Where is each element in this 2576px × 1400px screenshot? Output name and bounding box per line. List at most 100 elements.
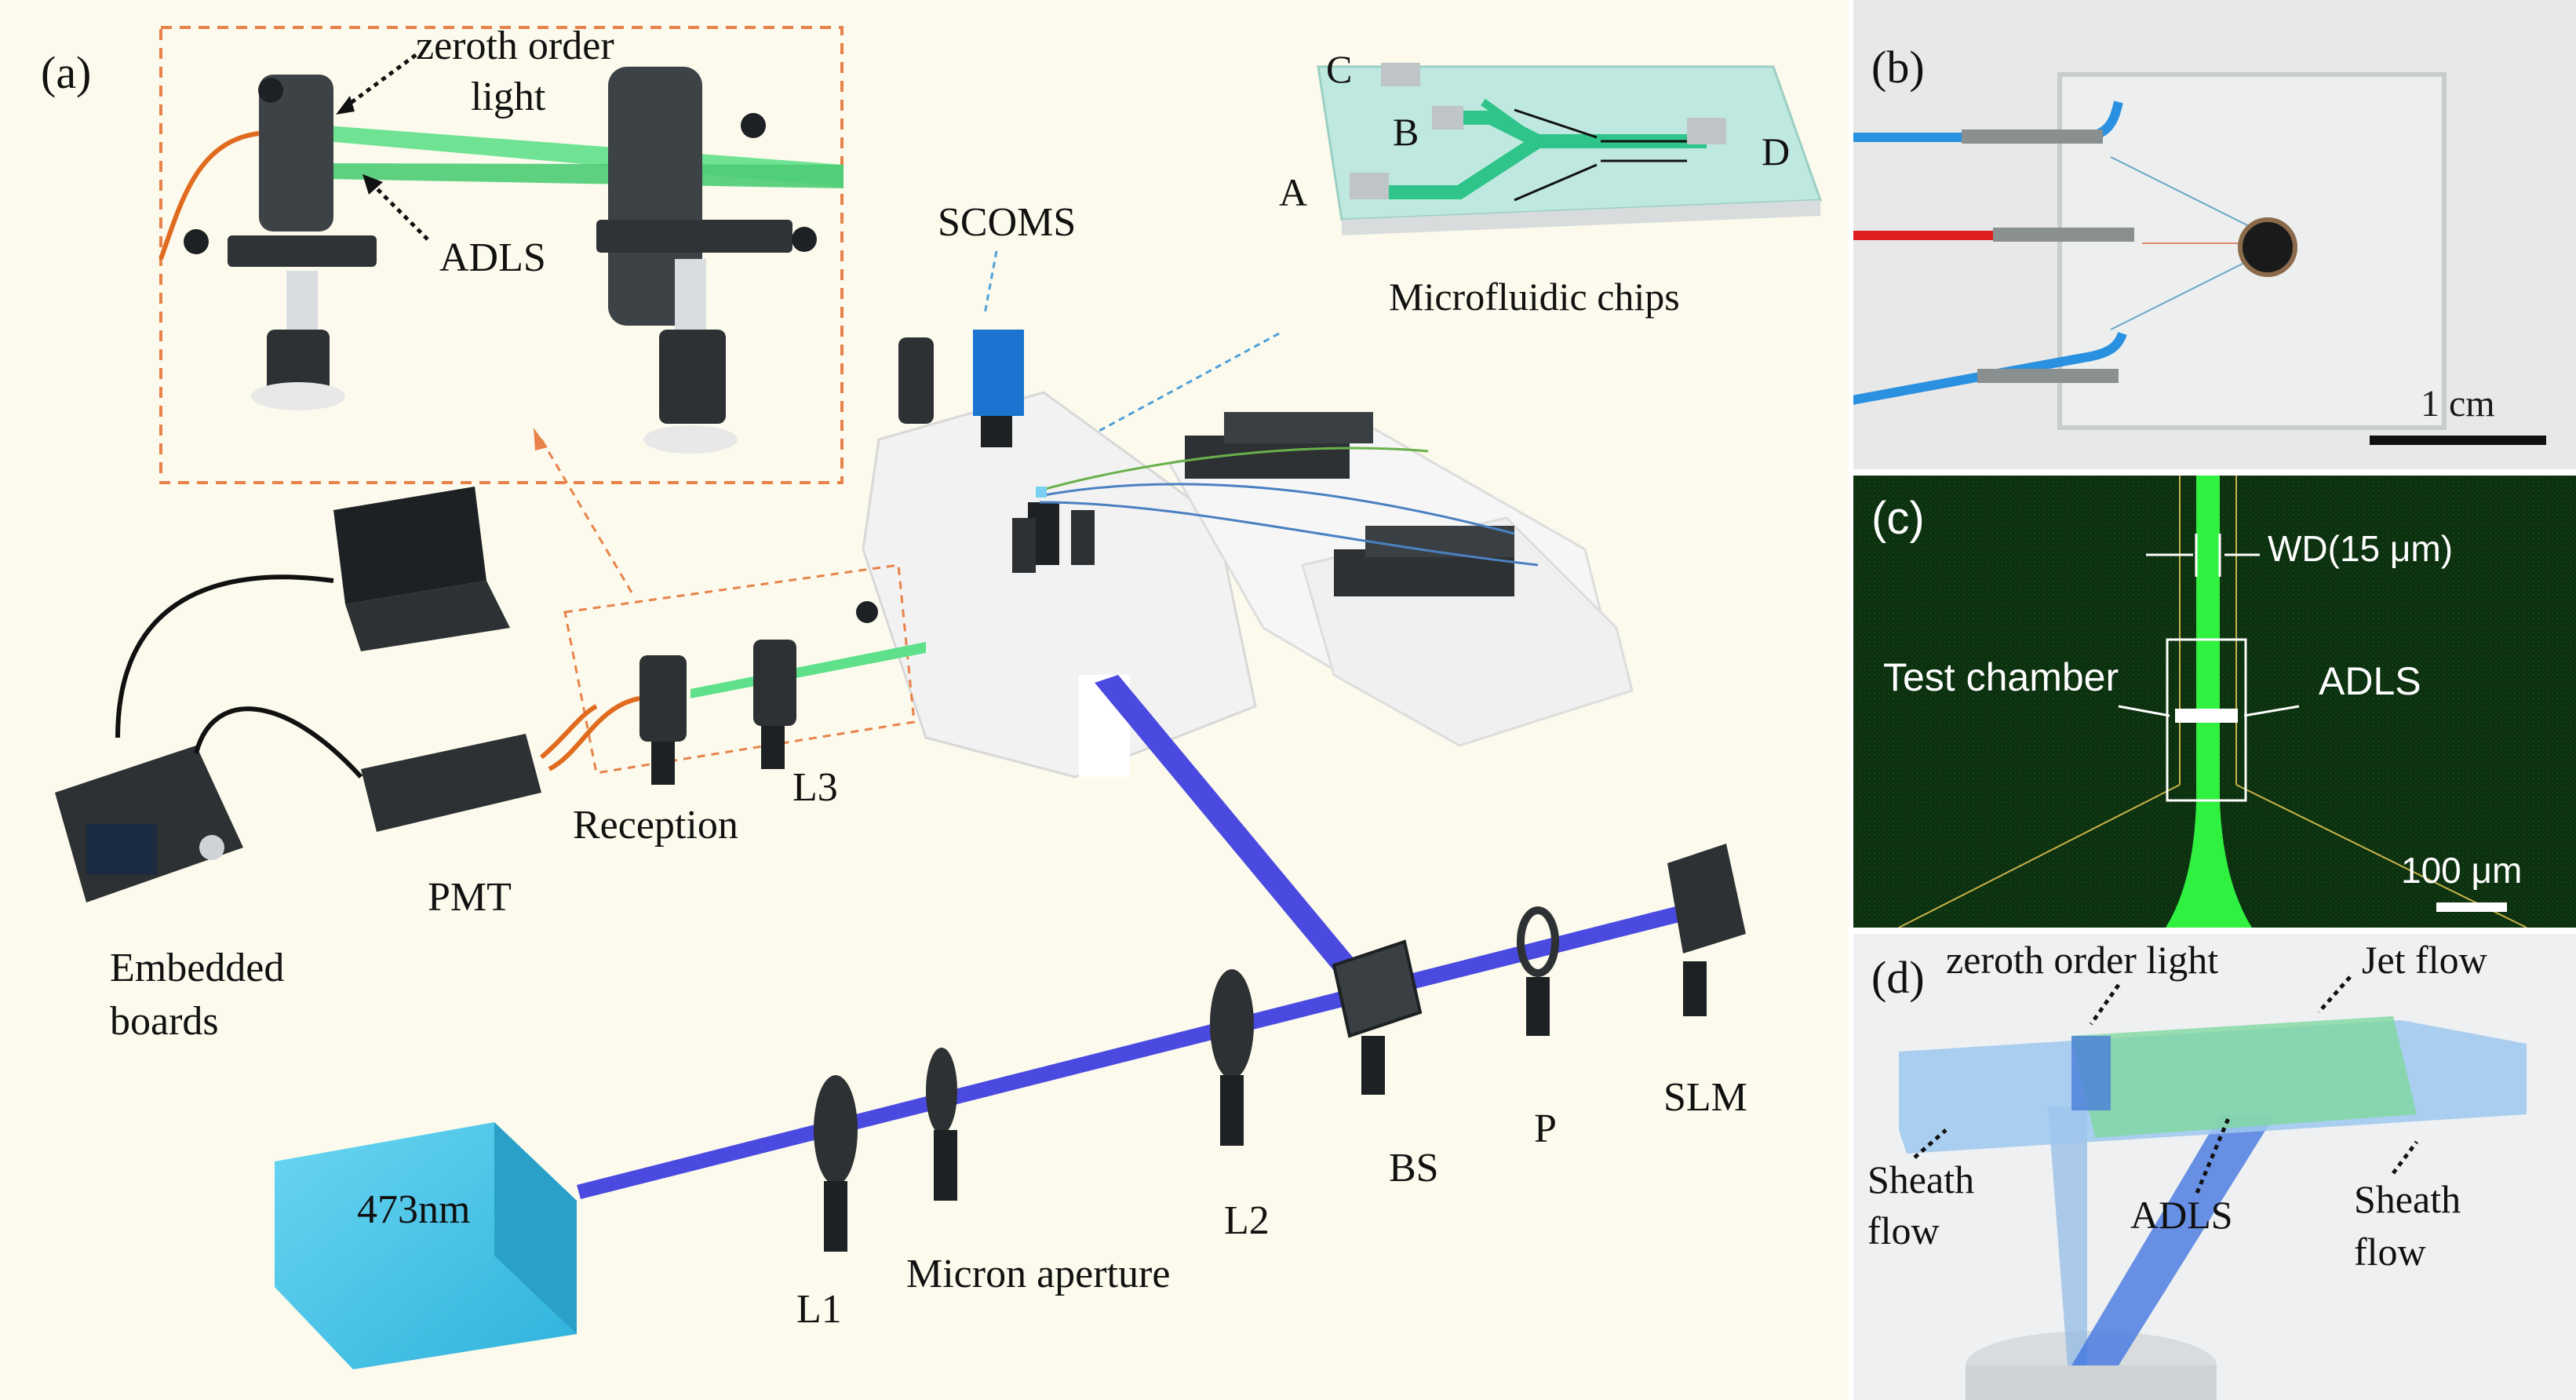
chip-arrow-4 (1514, 163, 1598, 202)
left-mount-base (228, 235, 377, 267)
aperture-label: Micron aperture (906, 1252, 1170, 1296)
inset-light-label: light (471, 75, 546, 119)
needle-middle (1993, 228, 2134, 242)
inset-adls-arrowhead (363, 174, 383, 195)
optics-inset: zeroth order light ADLS (158, 24, 843, 484)
panel-c: (c) WD(15 μm) Test chamber ADLS 100 μm (1852, 476, 2576, 928)
wd-label: WD(15 μm) (2268, 528, 2453, 569)
microscope-knob (856, 601, 878, 623)
zeroth-order-beam (2048, 1107, 2087, 1365)
l3-post (761, 726, 785, 769)
chip-port-a (1350, 173, 1389, 199)
inset-zeroth-arrowhead (336, 96, 355, 115)
chip-on-stage (1036, 487, 1047, 498)
pump-1b (1224, 412, 1373, 443)
left-mount (259, 75, 333, 232)
adls-arrow (2243, 705, 2300, 717)
chip-title: Microfluidic chips (1389, 275, 1680, 319)
slm-post (1683, 961, 1707, 1016)
laptop-keyboard (345, 581, 510, 651)
reception-post (651, 742, 675, 785)
right-post-foot (643, 425, 738, 454)
reception-label: Reception (573, 803, 738, 848)
jet-arrow (2317, 975, 2352, 1014)
tube-blue-bottom (1850, 331, 2127, 405)
test-chamber-box (2166, 638, 2247, 802)
pmt-label: PMT (428, 875, 512, 920)
panel-b-tag: (b) (1871, 42, 1925, 93)
sheath-right-arrow (2392, 1140, 2418, 1175)
tube-blue-1 (1039, 483, 1515, 535)
jet-stream (2166, 476, 2252, 928)
zeroth-spot (2071, 1036, 2111, 1110)
reception-leader (540, 439, 633, 593)
panel-b-scale-label: 1 cm (2421, 383, 2495, 425)
p-label: P (1534, 1107, 1557, 1151)
sheath-left-label-2: flow (1867, 1209, 1940, 1252)
l1-label: L1 (796, 1287, 842, 1332)
l1-post (824, 1181, 847, 1252)
chip-label-d: D (1762, 129, 1790, 173)
needle-bottom (1977, 369, 2119, 383)
left-knob-1 (258, 78, 283, 103)
pmt-body (361, 734, 541, 832)
embedded-board-screen (86, 824, 157, 875)
inset-zeroth-arrow (340, 53, 417, 112)
l1-lens (814, 1075, 858, 1185)
laptop-screen (333, 487, 486, 604)
aperture-post (934, 1130, 957, 1201)
embedded-label-1: Embedded (110, 946, 284, 990)
chip-port-c (1381, 63, 1420, 86)
adls-arrow-d (2195, 1117, 2231, 1194)
reception-fiber (548, 696, 640, 771)
l2-post (1220, 1075, 1244, 1146)
adls-bar (2175, 709, 2238, 723)
chip-label-a: A (1279, 170, 1307, 214)
left-knob-2 (184, 229, 209, 254)
jet-label: Jet flow (2362, 938, 2487, 982)
reception-box: Reception L3 (534, 428, 926, 848)
reflected-laser-beam (1095, 675, 1369, 985)
sheath-right-label-2: flow (2354, 1230, 2426, 1274)
bs-label: BS (1389, 1146, 1439, 1190)
bs-cube (1332, 939, 1423, 1038)
chip-port-d (1687, 118, 1726, 144)
needle-top (1962, 129, 2103, 144)
electronics: PMT Embedded boards (55, 487, 598, 1044)
embedded-board-knob (199, 835, 224, 860)
test-chamber-label: Test chamber (1883, 655, 2119, 699)
objective-3 (1071, 510, 1095, 565)
panel-d-adls-label: ADLS (2130, 1193, 2233, 1237)
polarizer-post (1526, 977, 1550, 1036)
inset-adls-arrow (367, 179, 429, 241)
reception-border (563, 563, 916, 775)
pmt-cable (194, 706, 363, 779)
panel-a: (a) zeroth order light (0, 0, 1852, 1400)
l3-label: L3 (792, 765, 838, 810)
slm-device (1667, 844, 1746, 953)
pmt-fiber (540, 704, 598, 760)
inset-fiber (158, 131, 260, 261)
laser-path: 473nm L1 Micron aperture L2 BS P SLM (275, 675, 1747, 1369)
aperture-disc (926, 1048, 957, 1134)
right-knob-1 (741, 113, 766, 138)
inset-adls-beam (326, 163, 843, 188)
chip-arrow-1 (1514, 108, 1598, 139)
polarizer-ring (1517, 906, 1559, 977)
embedded-label-2: boards (110, 999, 219, 1044)
bs-post (1361, 1036, 1385, 1095)
laser-box-side (494, 1122, 577, 1334)
panel-c-scale-bar (2436, 902, 2507, 912)
microscope: SCOMS (856, 200, 1257, 778)
scoms-camera-mount (981, 416, 1012, 447)
microfluidic-chip: A B C D Microfluidic chips (1039, 47, 1823, 465)
right-post-holder (659, 330, 726, 424)
panel-d: (d) zeroth order light Jet flow Sheath f… (1852, 934, 2576, 1400)
panel-b-scale-bar (2370, 436, 2546, 445)
left-post-foot (251, 382, 345, 410)
sheath-left-label-1: Sheath (1867, 1158, 1974, 1201)
eyepiece (898, 337, 934, 424)
test-chamber-arrow (2118, 705, 2170, 717)
syringe-pumps (1036, 412, 1634, 747)
chip-channel-join (1481, 98, 1540, 145)
